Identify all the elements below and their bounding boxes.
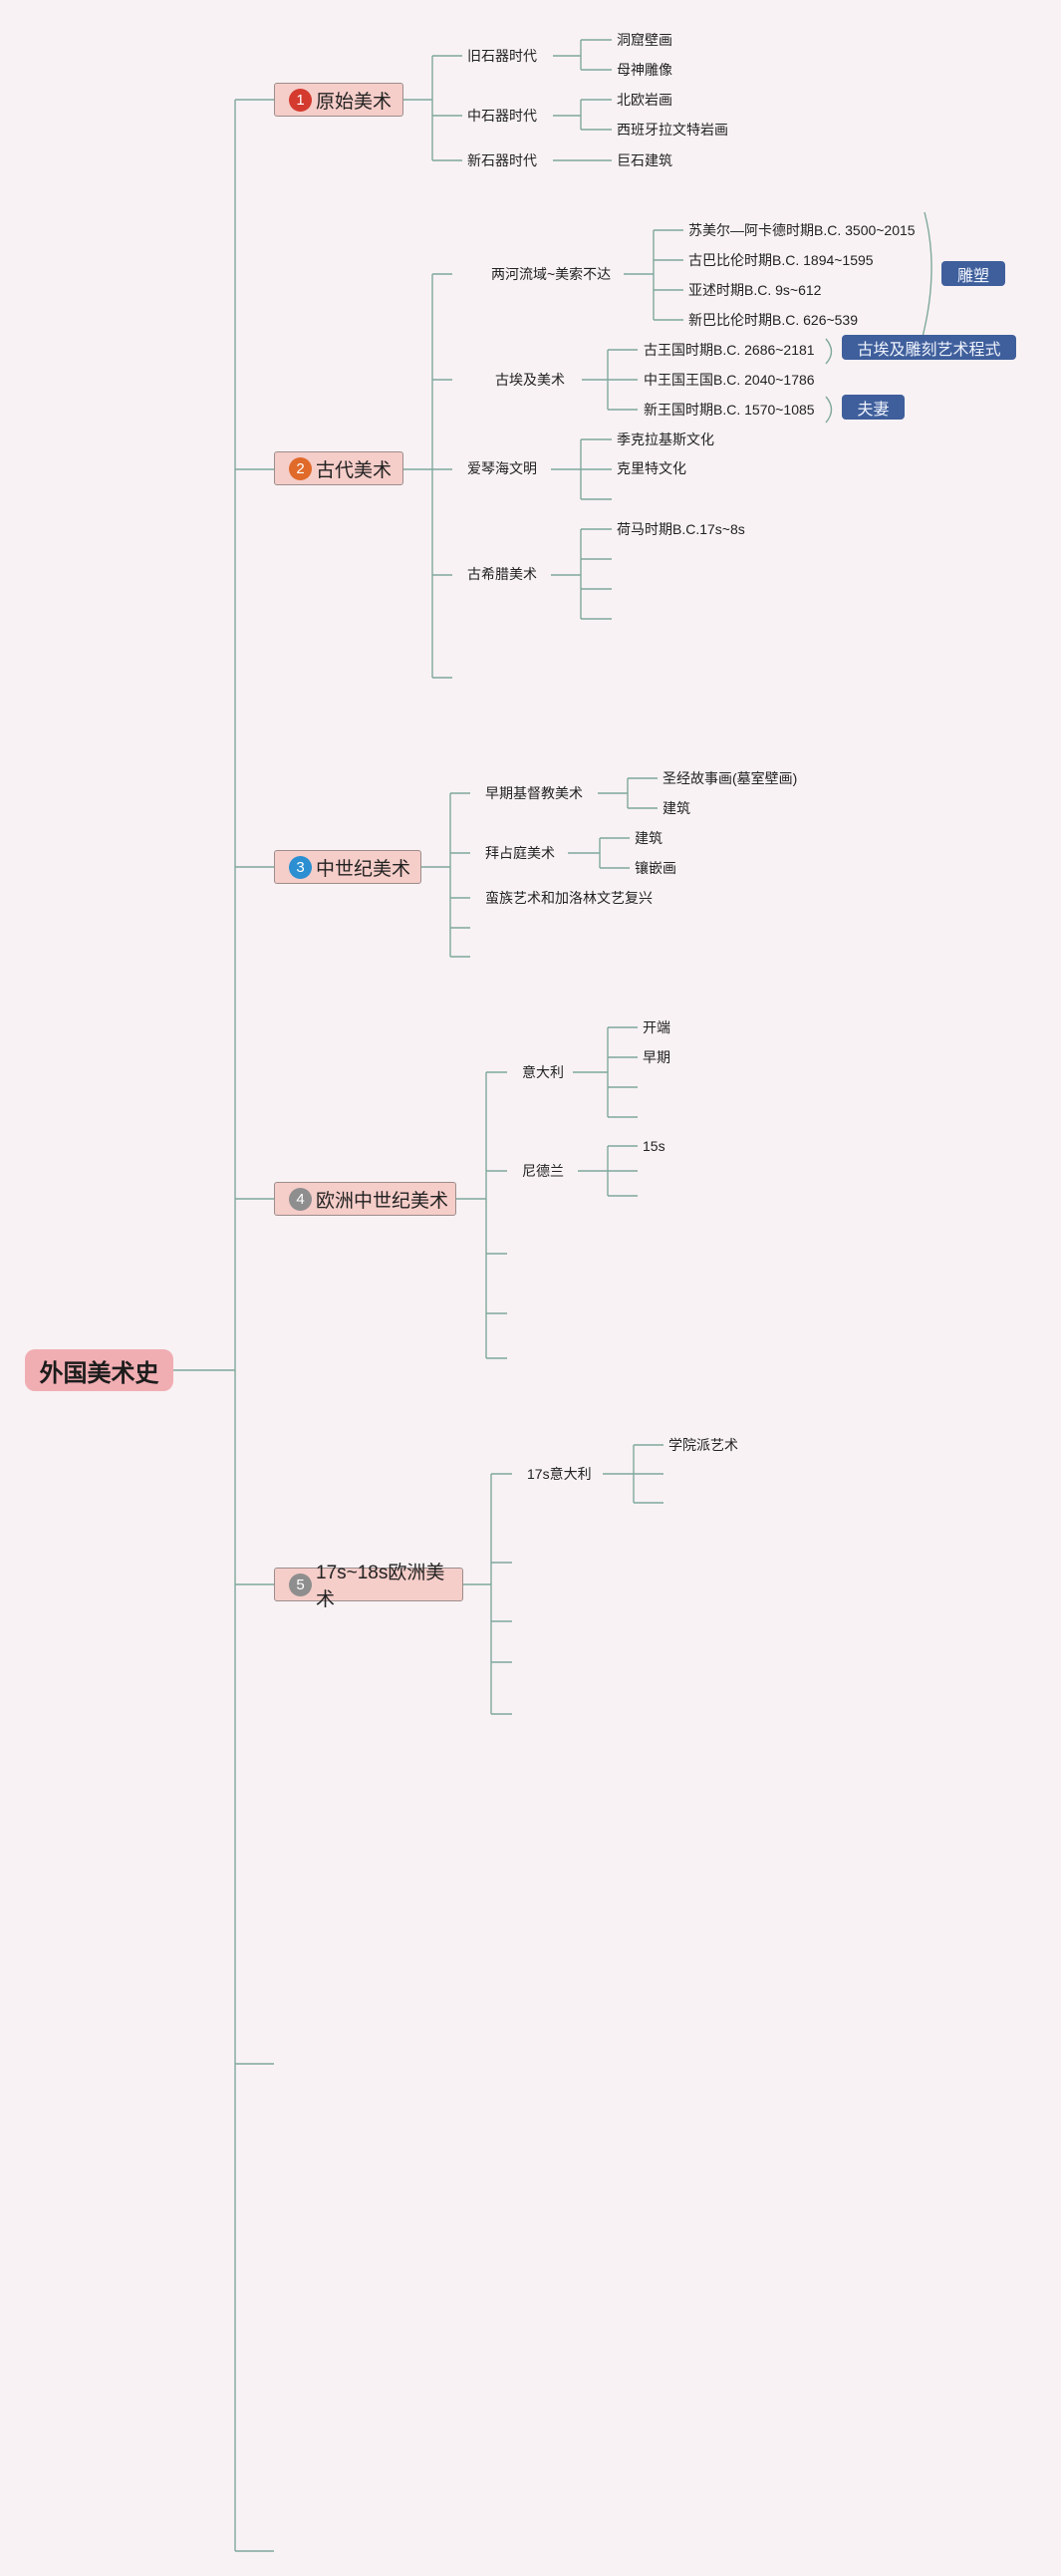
leaf-topic[interactable]: 学院派艺术 [668,1437,738,1453]
subtopic-byzantine[interactable]: 拜占庭美术 [485,845,555,861]
branch-label: 中世纪美术 [316,858,411,880]
branch-label: 原始美术 [316,91,393,113]
leaf-topic[interactable]: 古王国时期B.C. 2686~2181 [644,342,815,358]
summary-couple[interactable]: 夫妻 [842,395,905,420]
subtopic-italy[interactable]: 意大利 [522,1064,564,1080]
leaf-topic[interactable]: 洞窟壁画 [617,32,672,48]
branch-primitive-art[interactable]: 1 原始美术 [274,83,403,117]
subtopic-neolithic[interactable]: 新石器时代 [467,152,537,168]
leaf-topic[interactable]: 15s [643,1138,665,1154]
leaf-topic[interactable]: 建筑 [663,800,690,816]
leaf-topic[interactable]: 早期 [643,1049,670,1065]
leaf-topic[interactable]: 圣经故事画(墓室壁画) [663,770,798,786]
leaf-topic[interactable]: 西班牙拉文特岩画 [617,122,728,138]
subtopic-netherlands[interactable]: 尼德兰 [522,1163,564,1179]
branch-17-18c-european-art[interactable]: 5 17s~18s欧洲美术 [274,1563,463,1610]
connector-line [825,396,833,424]
leaf-topic[interactable]: 克里特文化 [617,460,686,476]
subtopic-barbarian-carolingian[interactable]: 蛮族艺术和加洛林文艺复兴 [485,890,653,906]
branch-label: 欧洲中世纪美术 [316,1190,449,1212]
subtopic-17c-italy[interactable]: 17s意大利 [527,1466,592,1482]
leaf-topic[interactable]: 开端 [643,1019,670,1035]
leaf-topic[interactable]: 巨石建筑 [617,152,672,168]
branch-ancient-art[interactable]: 2 古代美术 [274,451,403,485]
branch-label: 古代美术 [316,459,393,481]
subtopic-early-christian[interactable]: 早期基督教美术 [485,785,583,801]
leaf-topic[interactable]: 荷马时期B.C.17s~8s [617,521,745,537]
branch-european-medieval-art[interactable]: 4 欧洲中世纪美术 [274,1182,456,1216]
subtopic-mesolithic[interactable]: 中石器时代 [467,108,537,124]
summary-egyptian-sculpture-canon[interactable]: 古埃及雕刻艺术程式 [842,335,1016,360]
leaf-topic[interactable]: 新巴比伦时期B.C. 626~539 [688,312,859,328]
branch-medieval-art[interactable]: 3 中世纪美术 [274,850,421,884]
number-badge-icon: 4 [289,1187,312,1211]
subtopic-paleolithic[interactable]: 旧石器时代 [467,48,537,64]
leaf-topic[interactable]: 亚述时期B.C. 9s~612 [688,282,822,298]
leaf-topic[interactable]: 苏美尔—阿卡德时期B.C. 3500~2015 [688,222,916,238]
number-badge-icon: 2 [289,456,312,480]
connector-line [922,211,932,338]
leaf-topic[interactable]: 建筑 [635,830,663,846]
leaf-topic[interactable]: 镶嵌画 [635,860,676,876]
leaf-topic[interactable]: 季克拉基斯文化 [617,431,714,447]
number-badge-icon: 1 [289,88,312,112]
leaf-topic[interactable]: 古巴比伦时期B.C. 1894~1595 [688,252,874,268]
number-badge-icon: 3 [289,855,312,879]
leaf-topic[interactable]: 母神雕像 [617,62,672,78]
subtopic-aegean[interactable]: 爱琴海文明 [467,460,537,476]
subtopic-ancient-greece[interactable]: 古希腊美术 [467,566,537,582]
subtopic-ancient-egypt[interactable]: 古埃及美术 [495,372,565,388]
root-topic[interactable]: 外国美术史 [25,1349,173,1391]
branch-label: 17s~18s欧洲美术 [316,1563,445,1610]
leaf-topic[interactable]: 新王国时期B.C. 1570~1085 [644,402,815,418]
connector-line [825,338,833,365]
number-badge-icon: 5 [289,1573,312,1596]
subtopic-mesopotamia[interactable]: 两河流域~美索不达 [491,266,612,282]
leaf-topic[interactable]: 北欧岩画 [617,92,672,108]
summary-sculpture[interactable]: 雕塑 [941,261,1005,286]
leaf-topic[interactable]: 中王国王国B.C. 2040~1786 [644,372,815,388]
